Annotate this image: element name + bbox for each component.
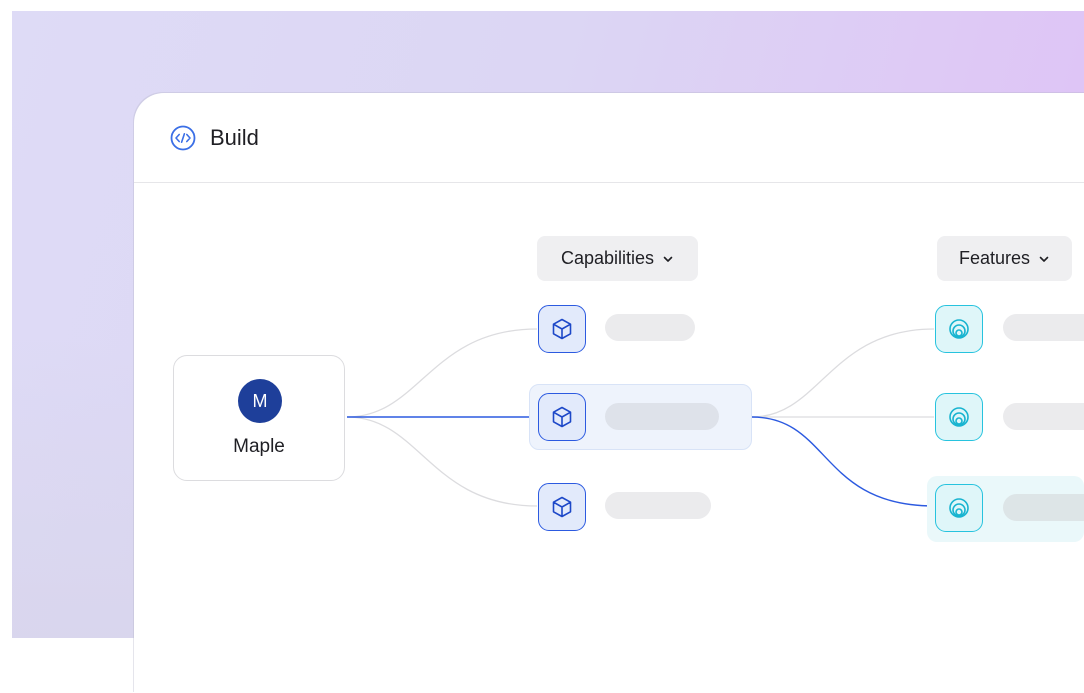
chevron-down-icon: [1039, 256, 1049, 262]
capabilities-dropdown[interactable]: Capabilities: [537, 236, 698, 281]
features-dropdown[interactable]: Features: [937, 236, 1072, 281]
capabilities-dropdown-label: Capabilities: [560, 248, 655, 268]
concentric-circles-icon: [949, 407, 969, 427]
capability-node-1[interactable]: [538, 305, 586, 353]
concentric-circles-icon: [949, 498, 969, 518]
capability-label-placeholder-2: [605, 403, 719, 430]
feature-label-placeholder-3: [1003, 494, 1084, 521]
cube-icon: [552, 318, 572, 340]
cube-icon: [552, 406, 572, 428]
panel-header: Build: [134, 93, 1084, 183]
avatar: M: [238, 379, 282, 423]
feature-node-1[interactable]: [935, 305, 983, 353]
connector-cap-feat-1: [751, 328, 935, 418]
connector-root-cap-3: [346, 416, 538, 507]
code-brackets-icon: [170, 125, 196, 151]
feature-node-3[interactable]: [935, 484, 983, 532]
features-dropdown-label: Features: [958, 248, 1031, 268]
capability-node-2[interactable]: [538, 393, 586, 441]
root-node-card[interactable]: M Maple: [173, 355, 345, 481]
root-node-label: Maple: [233, 436, 285, 457]
connector-root-cap-1: [346, 328, 538, 418]
concentric-circles-icon: [949, 319, 969, 339]
feature-label-placeholder-1: [1003, 314, 1084, 341]
chevron-down-icon: [663, 256, 673, 262]
feature-label-placeholder-2: [1003, 403, 1084, 430]
feature-node-2[interactable]: [935, 393, 983, 441]
connector-cap-feat-3-active: [751, 416, 935, 507]
connector-lines: [346, 328, 935, 507]
capability-label-placeholder-1: [605, 314, 695, 341]
cube-icon: [552, 496, 572, 518]
capability-node-3[interactable]: [538, 483, 586, 531]
panel-title: Build: [210, 125, 259, 150]
capability-label-placeholder-3: [605, 492, 711, 519]
